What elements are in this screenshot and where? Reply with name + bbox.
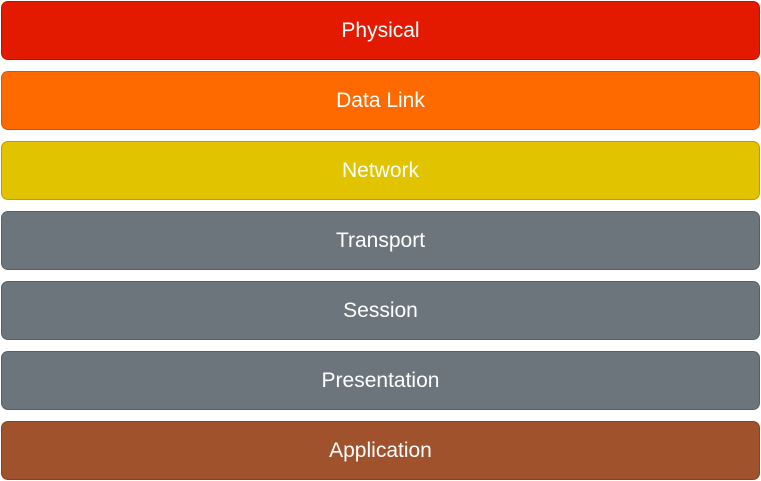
layer-label: Application: [329, 439, 432, 462]
layer-label: Physical: [341, 19, 420, 42]
layer-presentation: Presentation: [1, 351, 760, 410]
layer-label: Transport: [335, 229, 426, 252]
layer-label: Data Link: [336, 89, 425, 112]
layer-transport: Transport: [1, 211, 760, 270]
layer-session: Session: [1, 281, 760, 340]
layer-label: Session: [343, 299, 418, 322]
layer-label: Presentation: [321, 369, 440, 392]
layer-label: Network: [341, 159, 420, 182]
layer-physical: Physical: [1, 1, 760, 60]
layer-data-link: Data Link: [1, 71, 760, 130]
layer-application: Application: [1, 421, 760, 480]
layer-network: Network: [1, 141, 760, 200]
